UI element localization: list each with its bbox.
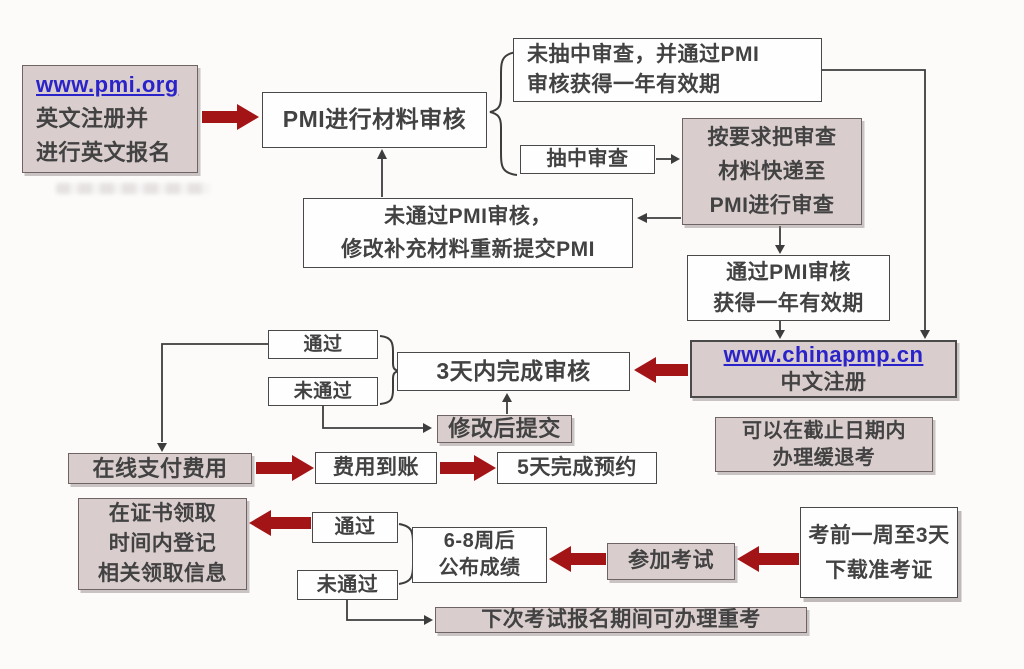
text-line: 下载准考证: [825, 558, 933, 582]
arrow-pay-to-fee: [256, 455, 314, 481]
node-fail-bottom: 未通过: [297, 570, 398, 600]
red-arrows: [202, 104, 799, 572]
text-line: 进行英文报名: [36, 140, 172, 165]
node-retake: 下次考试报名期间可办理重考: [435, 607, 807, 633]
node-pmi-review: PMI进行材料审核: [262, 92, 487, 148]
text-line: 时间内登记: [108, 532, 217, 555]
text-line: 修改补充材料重新提交PMI: [341, 238, 595, 261]
text-line: 未抽中审查，并通过PMI: [527, 43, 760, 66]
node-chinapmp: www.chinapmp.cn 中文注册: [690, 340, 957, 398]
text-line: 获得一年有效期: [713, 292, 864, 315]
node-admission-ticket: 考前一周至3天 下载准考证: [800, 507, 958, 598]
text-line: 按要求把审查: [707, 125, 837, 149]
node-pass-pmi-review: 通过PMI审核 获得一年有效期: [687, 255, 890, 321]
arrow-exam-to-results: [549, 546, 606, 572]
node-pay-online: 在线支付费用: [68, 453, 252, 484]
text-line: 办理缓退考: [772, 446, 876, 469]
text-line: 英文注册并: [36, 106, 149, 131]
node-pmi-site: www.pmi.org 英文注册并 进行英文报名: [22, 65, 198, 173]
node-results: 6-8周后 公布成绩: [412, 527, 547, 583]
text-line: 相关领取信息: [98, 562, 227, 585]
chinapmp-link[interactable]: www.chinapmp.cn: [723, 342, 924, 367]
node-take-exam: 参加考试: [607, 543, 735, 580]
arrow-pass-to-cert: [249, 510, 311, 536]
node-book-5days: 5天完成预约: [497, 452, 657, 484]
arrow-fee-to-book: [440, 455, 496, 481]
node-resubmit: 修改后提交: [437, 415, 572, 443]
text-line: 材料快递至: [718, 159, 826, 183]
node-pass-mid: 通过: [268, 330, 378, 359]
thin-connectors: [157, 69, 930, 625]
text-line: 未通过PMI审核，: [384, 205, 552, 228]
node-review-3days: 3天内完成审核: [397, 352, 630, 391]
node-defer-exam: 可以在截止日期内 办理缓退考: [715, 417, 933, 472]
arrow-admission-to-exam: [737, 546, 799, 572]
node-fail-pmi-review: 未通过PMI审核， 修改补充材料重新提交PMI: [303, 198, 633, 268]
node-not-selected: 未抽中审查，并通过PMI 审核获得一年有效期: [513, 38, 822, 102]
node-send-materials: 按要求把审查 材料快递至 PMI进行审查: [682, 118, 862, 225]
text-line: 6-8周后: [443, 530, 516, 552]
arrow-register-to-review: [202, 104, 259, 130]
text-line: PMI进行审查: [709, 193, 835, 217]
text-line: 公布成绩: [438, 557, 521, 579]
node-pass-bottom: 通过: [312, 512, 398, 543]
blurred-artifact: [56, 183, 210, 194]
text-line: 审核获得一年有效期: [527, 73, 721, 96]
text-line: 在证书领取: [108, 502, 217, 525]
text-line: 考前一周至3天: [808, 523, 950, 547]
node-cert-register: 在证书领取 时间内登记 相关领取信息: [78, 498, 247, 590]
pmi-org-link[interactable]: www.pmi.org: [36, 72, 179, 97]
node-fail-mid: 未通过: [268, 377, 378, 406]
text-line: 通过PMI审核: [726, 261, 851, 284]
node-selected-audit: 抽中审查: [520, 145, 655, 174]
text-line: 可以在截止日期内: [742, 419, 906, 442]
node-fee-arrived: 费用到账: [315, 452, 437, 484]
text-line: 中文注册: [780, 371, 867, 394]
arrow-chinapmp-to-3days: [634, 357, 688, 383]
